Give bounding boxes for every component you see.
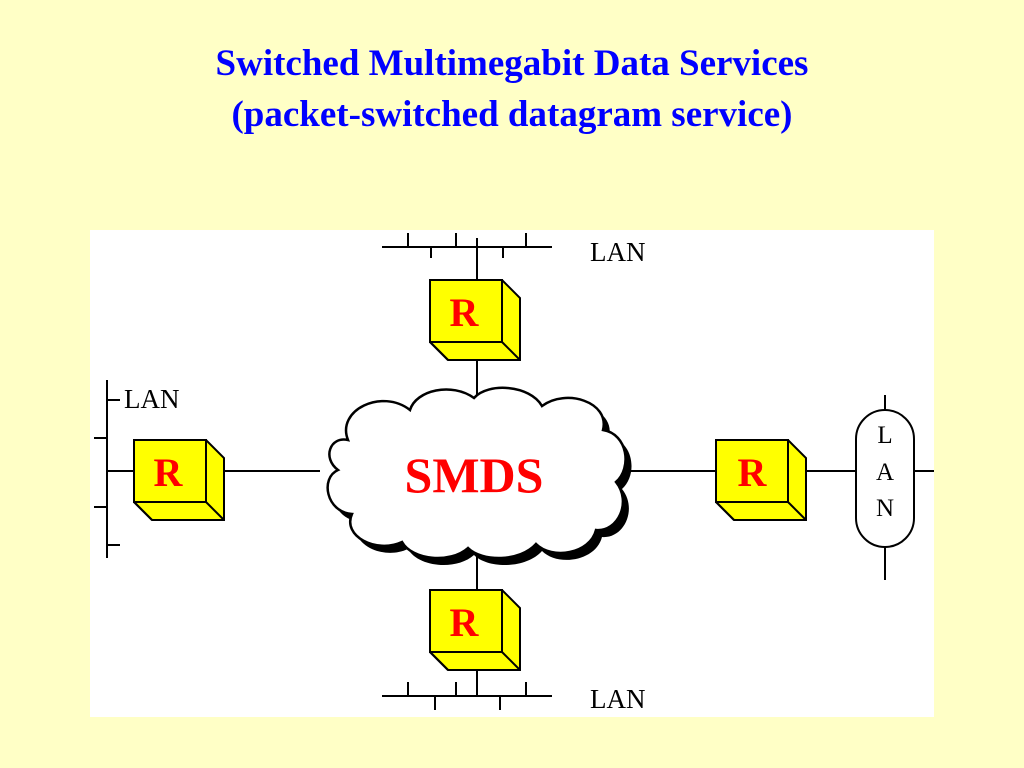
lan-label-top: LAN: [590, 237, 646, 267]
router-label-left: R: [154, 450, 184, 495]
lan-letter-l: L: [877, 422, 892, 449]
router-bottom: [429, 589, 521, 671]
smds-cloud: [326, 386, 632, 566]
slide-title-line1: Switched Multimegabit Data Services: [215, 43, 809, 84]
lan-ring-right: [855, 395, 934, 580]
router-left: [133, 439, 225, 521]
lan-label-bottom: LAN: [590, 684, 646, 714]
router-top: [429, 279, 521, 361]
router-label-top: R: [450, 290, 480, 335]
lan-bus-left: [94, 380, 128, 558]
lan-letter-n: N: [876, 495, 894, 522]
smds-diagram-panel: LAN LAN LAN L A N: [90, 230, 934, 717]
lan-label-left: LAN: [124, 384, 180, 414]
smds-diagram: LAN LAN LAN L A N: [94, 233, 934, 714]
lan-letter-a: A: [876, 459, 894, 486]
lan-bus-bottom: [382, 682, 552, 710]
lan-bus-top: [382, 233, 552, 258]
router-right: [715, 439, 807, 521]
router-label-right: R: [738, 450, 768, 495]
router-label-bottom: R: [450, 600, 480, 645]
connection-lines: [128, 238, 855, 696]
slide-title: Switched Multimegabit Data Services (pac…: [0, 38, 1024, 140]
smds-label: SMDS: [405, 447, 544, 503]
slide-title-line2: (packet-switched datagram service): [231, 94, 793, 135]
